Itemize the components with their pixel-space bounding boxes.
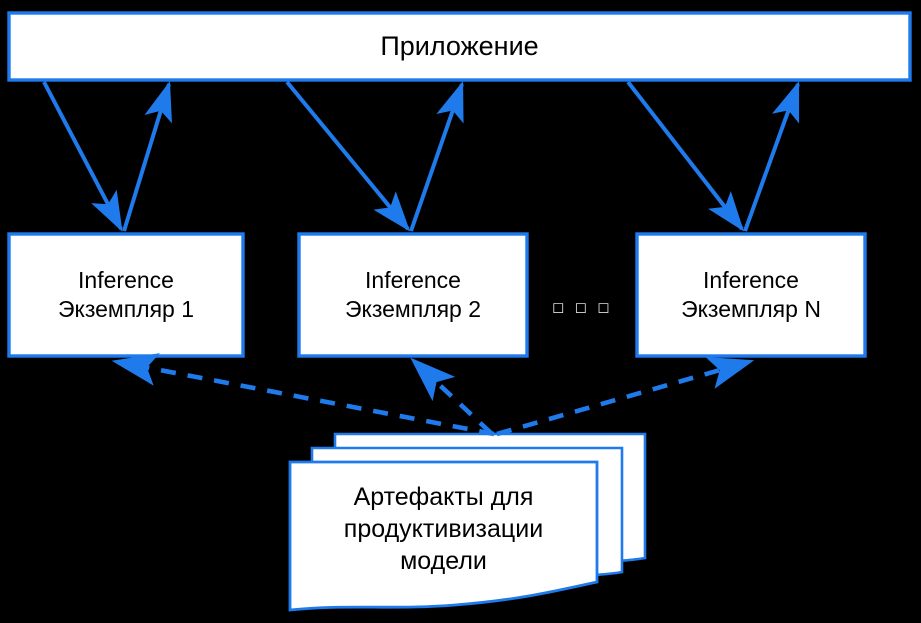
application-box[interactable] [7,11,912,82]
arrow-app-to-instance-3 [626,80,744,232]
arrow-instance-2-to-app [409,80,464,232]
arrow-app-to-instance-2 [285,80,411,232]
inference-box-1[interactable] [7,232,245,358]
ellipsis-indicator: ◻ ◻ ◻ [552,299,613,316]
dashed-arrow-artifacts-to-instance-3 [496,356,755,437]
arrow-app-to-instance-1 [42,81,123,232]
arrow-instance-1-to-app [122,80,172,232]
inference-box-2[interactable] [297,232,529,358]
dashed-arrow-artifacts-to-instance-1 [111,353,495,437]
arrow-instance-3-to-app [743,80,800,232]
artifacts-sheet-front[interactable] [288,460,599,612]
inference-box-3[interactable] [635,232,867,358]
dashed-arrow-artifacts-to-instance-2 [410,357,493,435]
